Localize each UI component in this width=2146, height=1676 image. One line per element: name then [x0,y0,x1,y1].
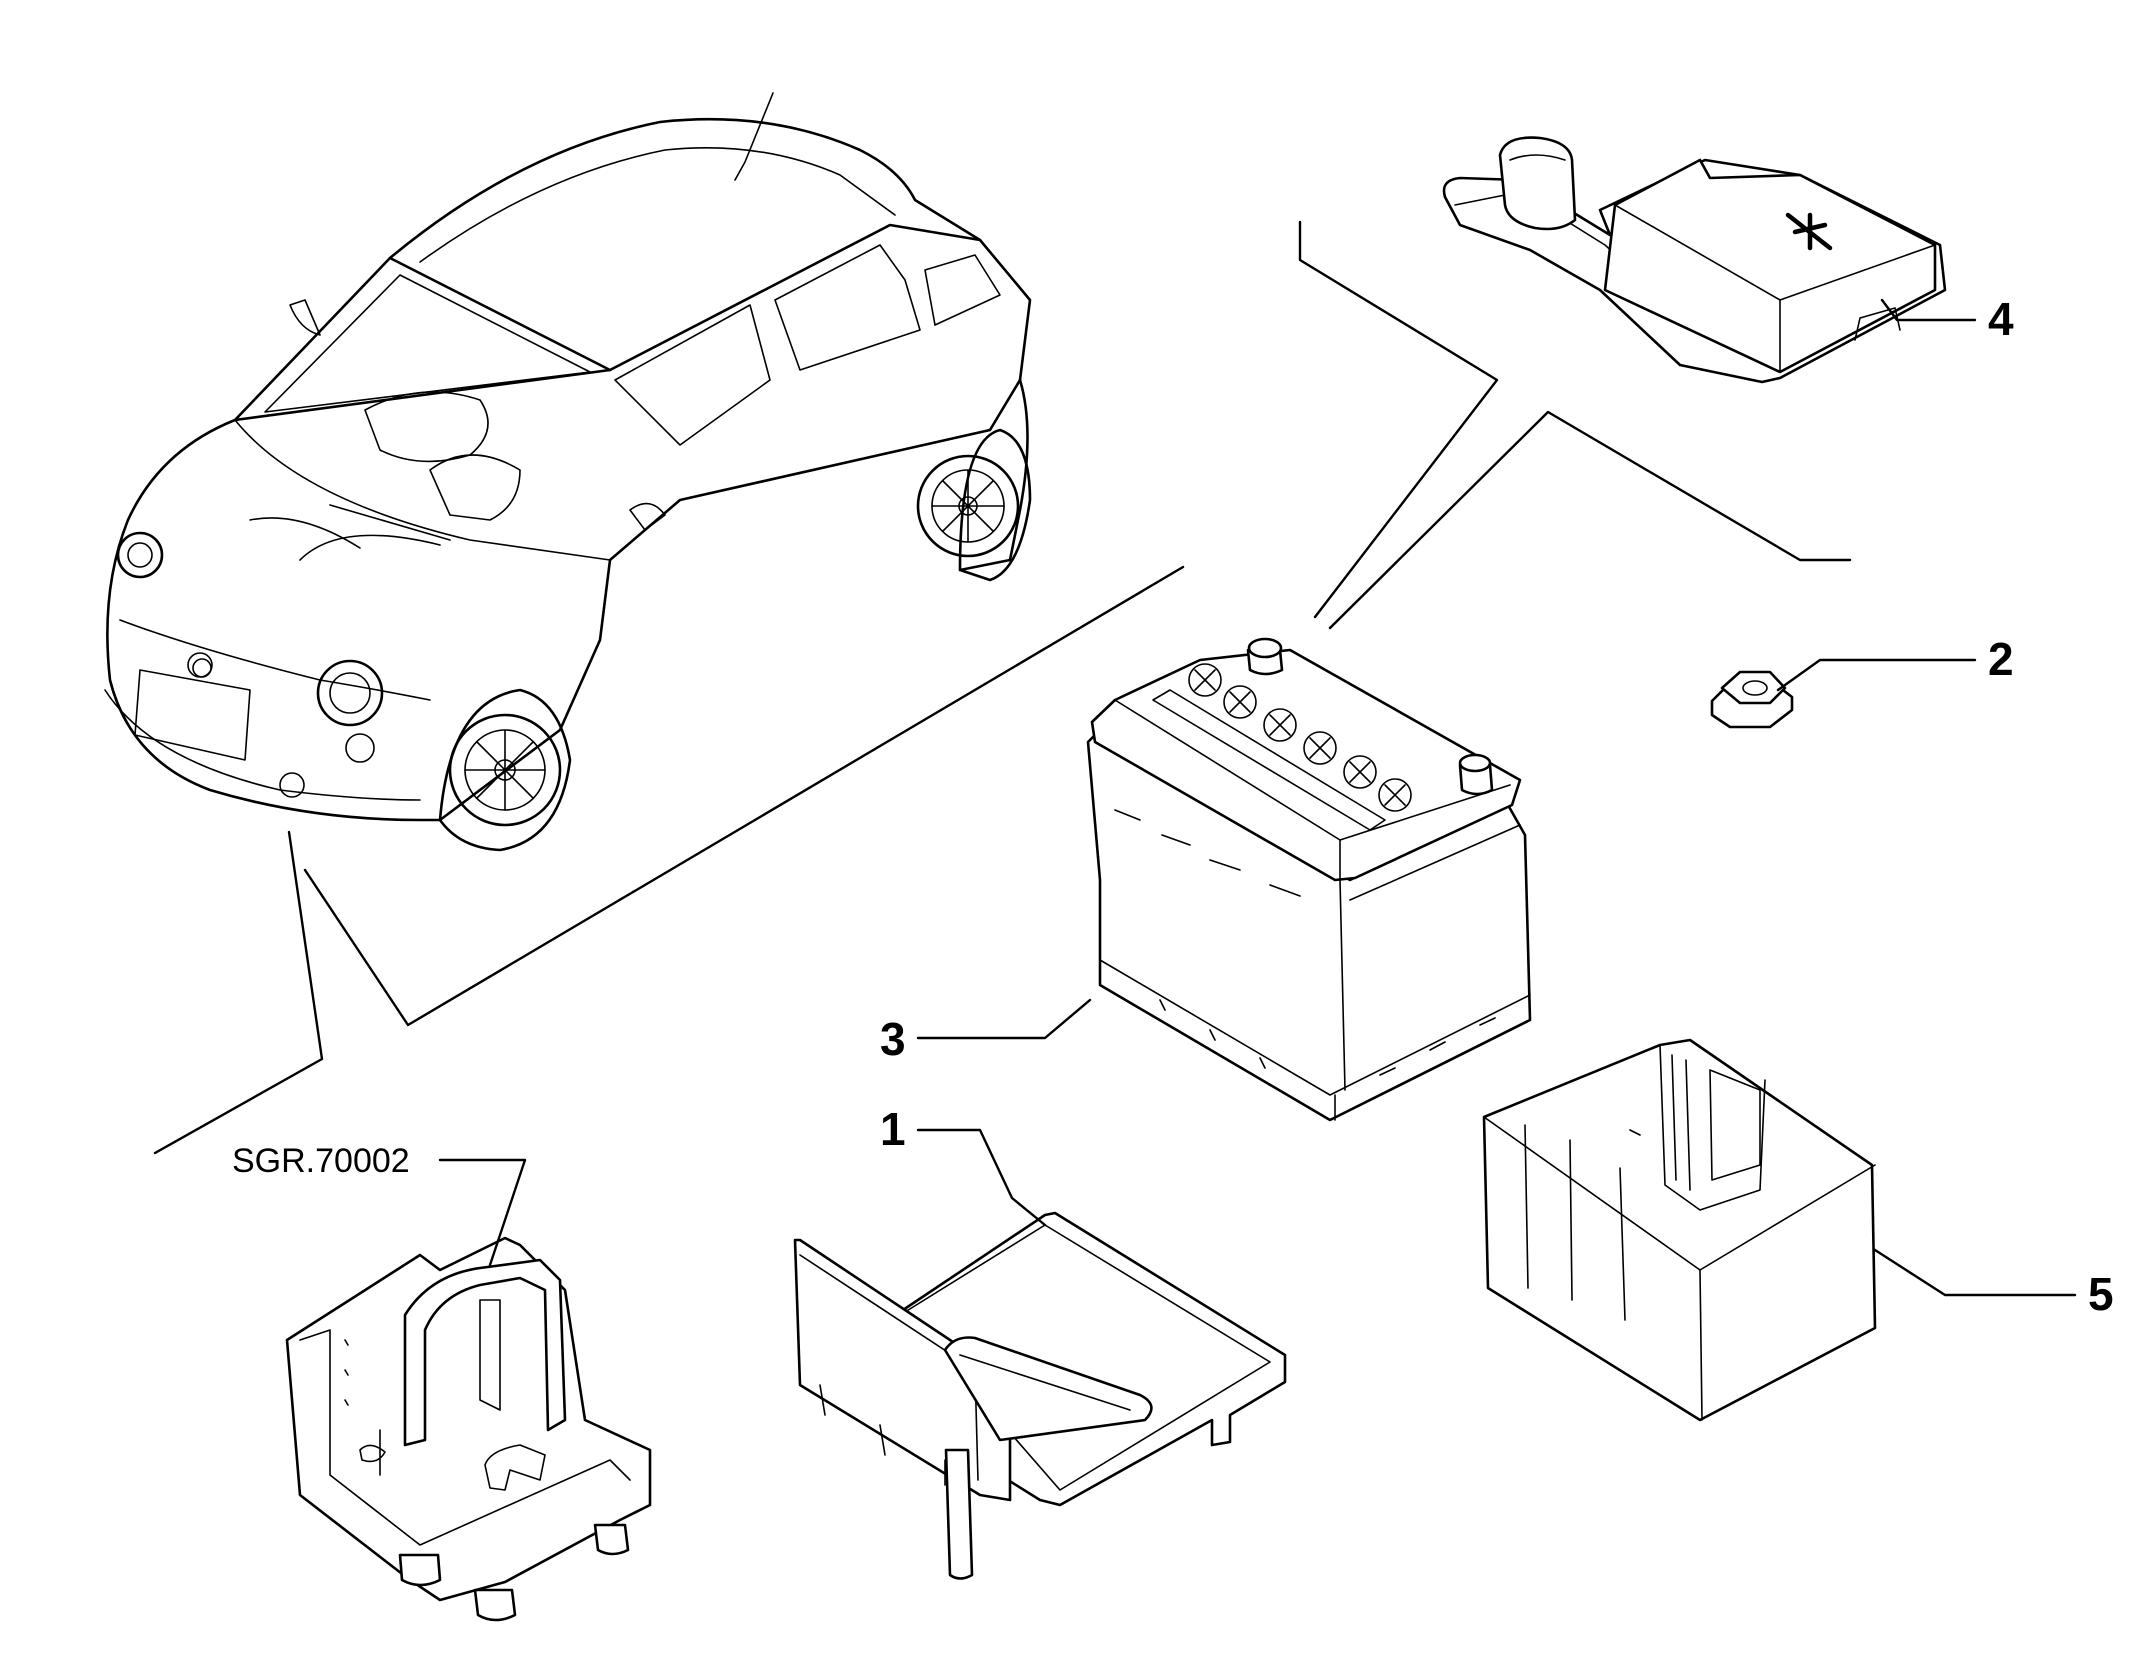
car-illustration [104,92,1032,852]
callout-2: 2 [1988,633,2014,685]
reference-label: SGR.70002 [232,1142,410,1180]
callout-5: 5 [2088,1268,2114,1320]
sgr-70002-bracket [285,1236,652,1622]
part-3-battery [1086,637,1532,1122]
callout-1: 1 [880,1103,906,1155]
part-2-nut [1710,670,1794,729]
part-5-battery-box [1482,1038,1877,1422]
callout-4: 4 [1988,293,2014,345]
part-1-battery-tray [793,1211,1287,1580]
car-frame-lines [153,565,1185,1155]
leader-lines [438,220,2077,1297]
callout-3: 3 [880,1013,906,1065]
part-4-terminal-cover [1442,136,1947,384]
